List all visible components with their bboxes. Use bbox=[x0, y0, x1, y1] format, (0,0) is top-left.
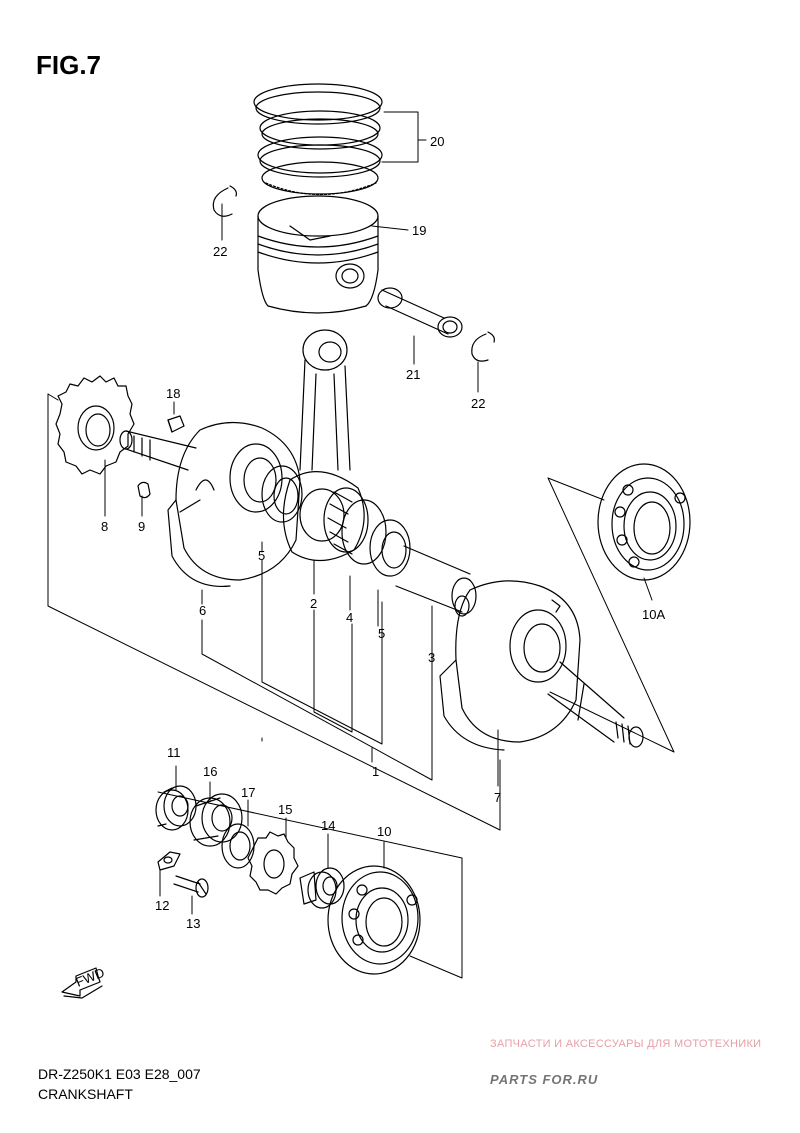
callout-21: 21 bbox=[406, 367, 420, 382]
crank-wheel-right bbox=[439, 580, 581, 751]
woodruff-key bbox=[137, 481, 151, 499]
spacer-16 bbox=[189, 793, 243, 847]
crank-shaft-left-end bbox=[119, 430, 197, 471]
piston-pin bbox=[377, 287, 463, 338]
figure-title: FIG.7 bbox=[36, 50, 102, 80]
callout-8: 8 bbox=[101, 519, 108, 534]
diagram-name: CRANKSHAFT bbox=[38, 1086, 133, 1102]
callout-2: 2 bbox=[310, 596, 317, 611]
callout-22b: 22 bbox=[471, 396, 485, 411]
callout-16: 16 bbox=[203, 764, 217, 779]
part-callouts: 1 2 3 4 5 5 6 7 8 9 10 10A 11 12 13 14 1… bbox=[101, 134, 665, 931]
callout-22a: 22 bbox=[213, 244, 227, 259]
thrust-washer-left bbox=[261, 465, 303, 523]
callout-3: 3 bbox=[428, 650, 435, 665]
callout-11: 11 bbox=[167, 745, 181, 760]
callout-5a: 5 bbox=[258, 548, 265, 563]
callout-10a: 10A bbox=[642, 607, 665, 622]
callout-10: 10 bbox=[377, 824, 391, 839]
circlip-upper bbox=[212, 187, 233, 217]
gear-15 bbox=[247, 831, 299, 895]
piston bbox=[257, 195, 379, 314]
leader-lines bbox=[47, 111, 675, 979]
needle-bearing bbox=[323, 487, 387, 565]
callout-12: 12 bbox=[155, 898, 169, 913]
callout-4: 4 bbox=[346, 610, 353, 625]
crank-gear bbox=[55, 375, 135, 475]
screw-13 bbox=[173, 875, 209, 898]
connecting-rod bbox=[282, 329, 365, 562]
callout-6: 6 bbox=[199, 603, 206, 618]
piston-rings bbox=[253, 83, 383, 196]
callout-14: 14 bbox=[321, 818, 335, 833]
callout-9: 9 bbox=[138, 519, 145, 534]
callout-5b: 5 bbox=[378, 626, 385, 641]
watermark-logo-text: PARTS FOR.RU bbox=[490, 1072, 598, 1087]
watermark-tagline: ЗАПЧАСТИ И АКСЕССУАРЫ ДЛЯ МОТОТЕХНИКИ bbox=[490, 1038, 762, 1050]
callout-19: 19 bbox=[412, 223, 426, 238]
crank-pin-dowel bbox=[167, 415, 185, 433]
callout-20: 20 bbox=[430, 134, 444, 149]
diagram-code: DR-Z250K1 E03 E28_007 bbox=[38, 1066, 201, 1082]
watermark-logo: PARTS FOR.RU bbox=[490, 1072, 598, 1087]
crank-shaft-right-end bbox=[547, 661, 644, 748]
circlip-lower bbox=[471, 333, 489, 362]
callout-15: 15 bbox=[278, 802, 292, 817]
callout-18: 18 bbox=[166, 386, 180, 401]
callout-13: 13 bbox=[186, 916, 200, 931]
crank-wheel-left bbox=[167, 421, 301, 588]
callout-7: 7 bbox=[494, 790, 501, 805]
callout-17: 17 bbox=[241, 785, 255, 800]
bearing-10a bbox=[597, 463, 691, 581]
crank-pin bbox=[395, 545, 477, 617]
fwd-arrow bbox=[61, 967, 103, 999]
callout-1: 1 bbox=[372, 764, 379, 779]
bearing-10 bbox=[327, 865, 421, 975]
lock-washer-12 bbox=[157, 851, 181, 871]
